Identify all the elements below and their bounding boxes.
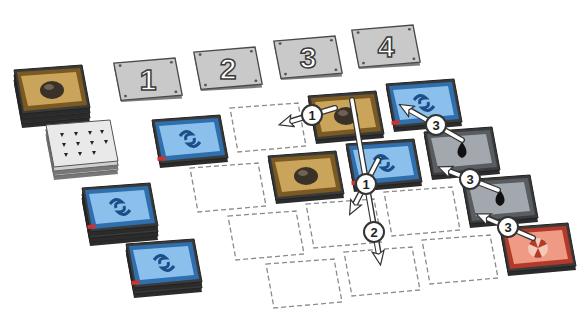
column-header-tile: 3 <box>272 36 344 80</box>
callout-number: 3 <box>432 119 439 132</box>
column-number: 3 <box>300 43 317 73</box>
callout-number: 1 <box>362 178 369 191</box>
column-number: 1 <box>140 65 157 95</box>
callout-circle <box>302 105 518 242</box>
tile-stack <box>14 65 90 128</box>
tile-stack <box>126 239 202 298</box>
callout-number: 3 <box>504 221 511 234</box>
column-number: 2 <box>220 54 237 84</box>
callout-number: 2 <box>370 226 377 239</box>
tile-stack <box>82 183 158 246</box>
move-arrow <box>282 100 533 262</box>
column-number: 4 <box>378 32 395 62</box>
callout-number: 3 <box>466 173 473 186</box>
column-header-tile: 4 <box>350 25 422 69</box>
column-header-tile: 2 <box>192 47 264 91</box>
column-header-tile: 1 <box>112 58 184 102</box>
placed-tiles <box>152 79 576 276</box>
callout-number: 1 <box>308 109 315 122</box>
